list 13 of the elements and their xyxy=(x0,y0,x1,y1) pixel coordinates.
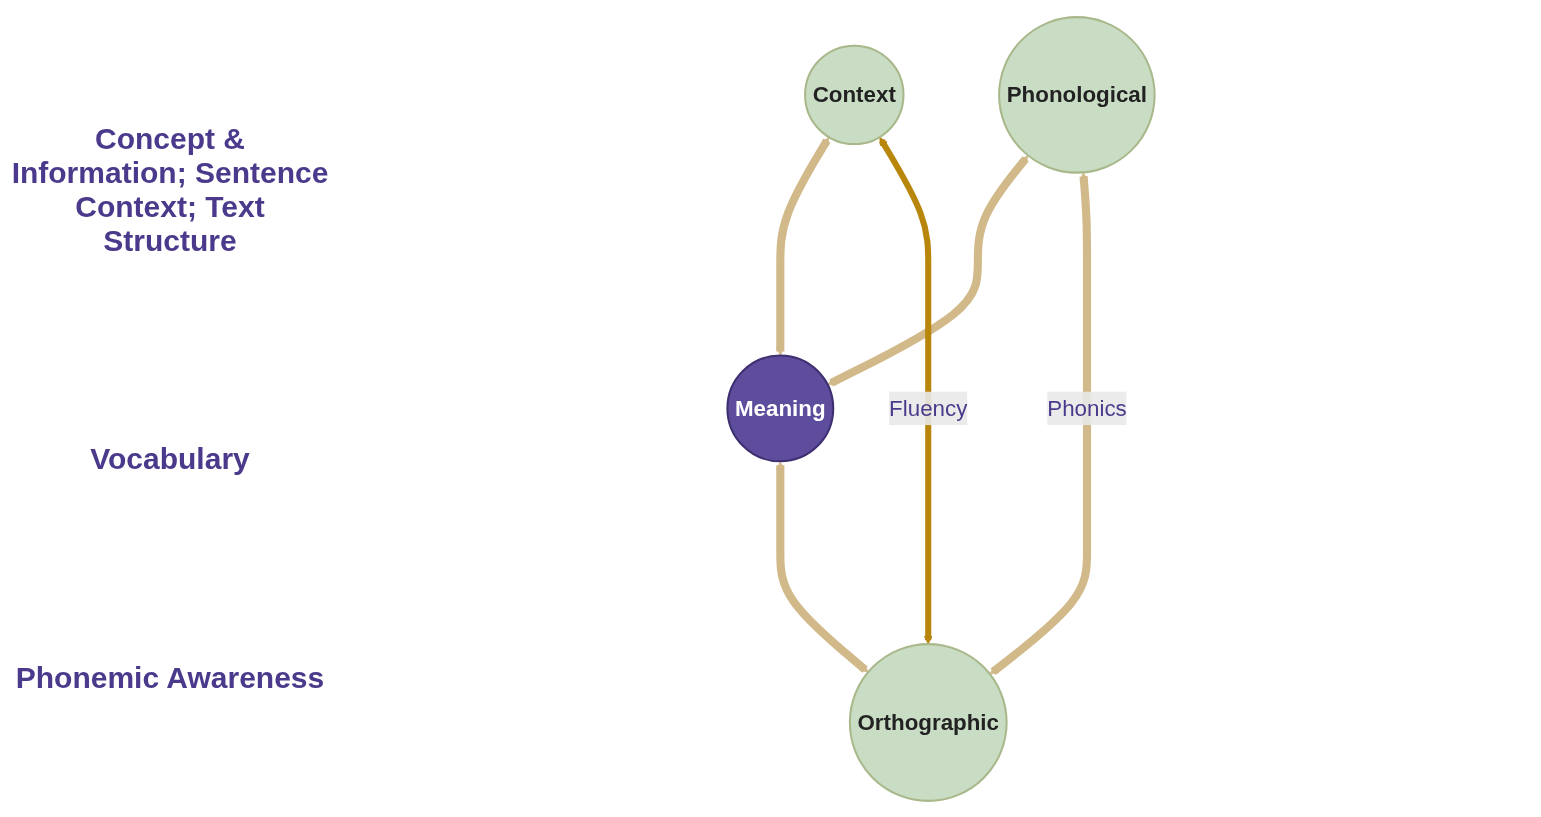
node-circle: Context xyxy=(803,44,904,145)
text-label: Concept & Information; Sentence Context; Text Structure xyxy=(10,122,330,259)
edge-label: Fluency xyxy=(888,395,967,421)
arrow xyxy=(989,171,1091,675)
node-circle: Phonological xyxy=(997,15,1156,174)
edge-label: Phonics xyxy=(1046,395,1127,421)
arrow xyxy=(826,154,1029,387)
text-label: Vocabulary xyxy=(89,442,251,477)
text-label: Phonemic Awareness xyxy=(14,660,326,695)
node-circle: Meaning xyxy=(725,353,834,462)
arrow xyxy=(775,460,869,673)
arrow xyxy=(775,136,830,356)
node-circle: Orthographic xyxy=(848,642,1008,802)
